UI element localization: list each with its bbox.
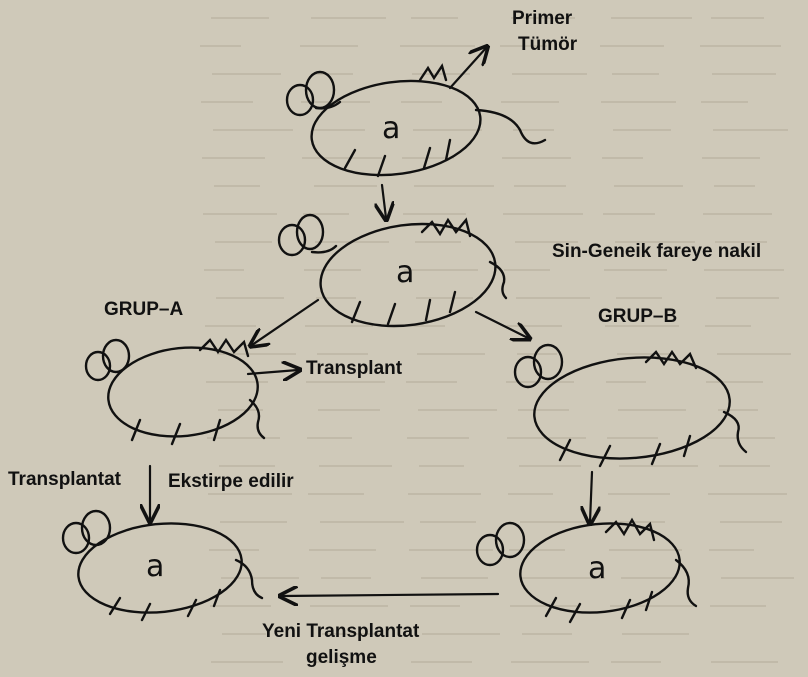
mouse-grup-a-donor xyxy=(86,340,264,444)
label-gelisme: gelişme xyxy=(306,646,377,670)
mouse-top: a xyxy=(287,66,545,185)
mouse-top-letter: a xyxy=(382,111,400,146)
label-transplant: Transplant xyxy=(306,357,402,381)
mouse-second-letter: a xyxy=(396,255,414,290)
mouse-grup-b-final-letter: a xyxy=(588,551,606,586)
mouse-grup-a-recipient: a xyxy=(63,511,262,620)
label-primer: Primer xyxy=(512,7,572,31)
mouse-grup-a-recipient-letter: a xyxy=(146,549,164,584)
mouse-second: a xyxy=(279,213,506,337)
arrow-to-grup-b xyxy=(476,312,528,338)
label-yeni-transplantat: Yeni Transplantat xyxy=(262,620,419,644)
label-sin-geneik: Sin-Geneik fareye nakil xyxy=(552,240,761,264)
mouse-grup-b xyxy=(515,345,746,466)
arrow-transplant xyxy=(248,370,298,374)
arrow-grup-b-down xyxy=(590,472,592,522)
label-grup-b: GRUP–B xyxy=(598,305,677,329)
arrow-to-grup-a-recipient xyxy=(282,594,498,596)
label-grup-a: GRUP–A xyxy=(104,298,183,322)
label-tumor: Tümör xyxy=(518,33,577,57)
label-transplantat: Transplantat xyxy=(8,468,121,492)
label-ekstirpe: Ekstirpe edilir xyxy=(168,470,294,494)
arrow-primer-tumor xyxy=(450,48,486,88)
arrow-top-to-second xyxy=(382,185,386,218)
arrow-to-grup-a xyxy=(252,300,318,345)
